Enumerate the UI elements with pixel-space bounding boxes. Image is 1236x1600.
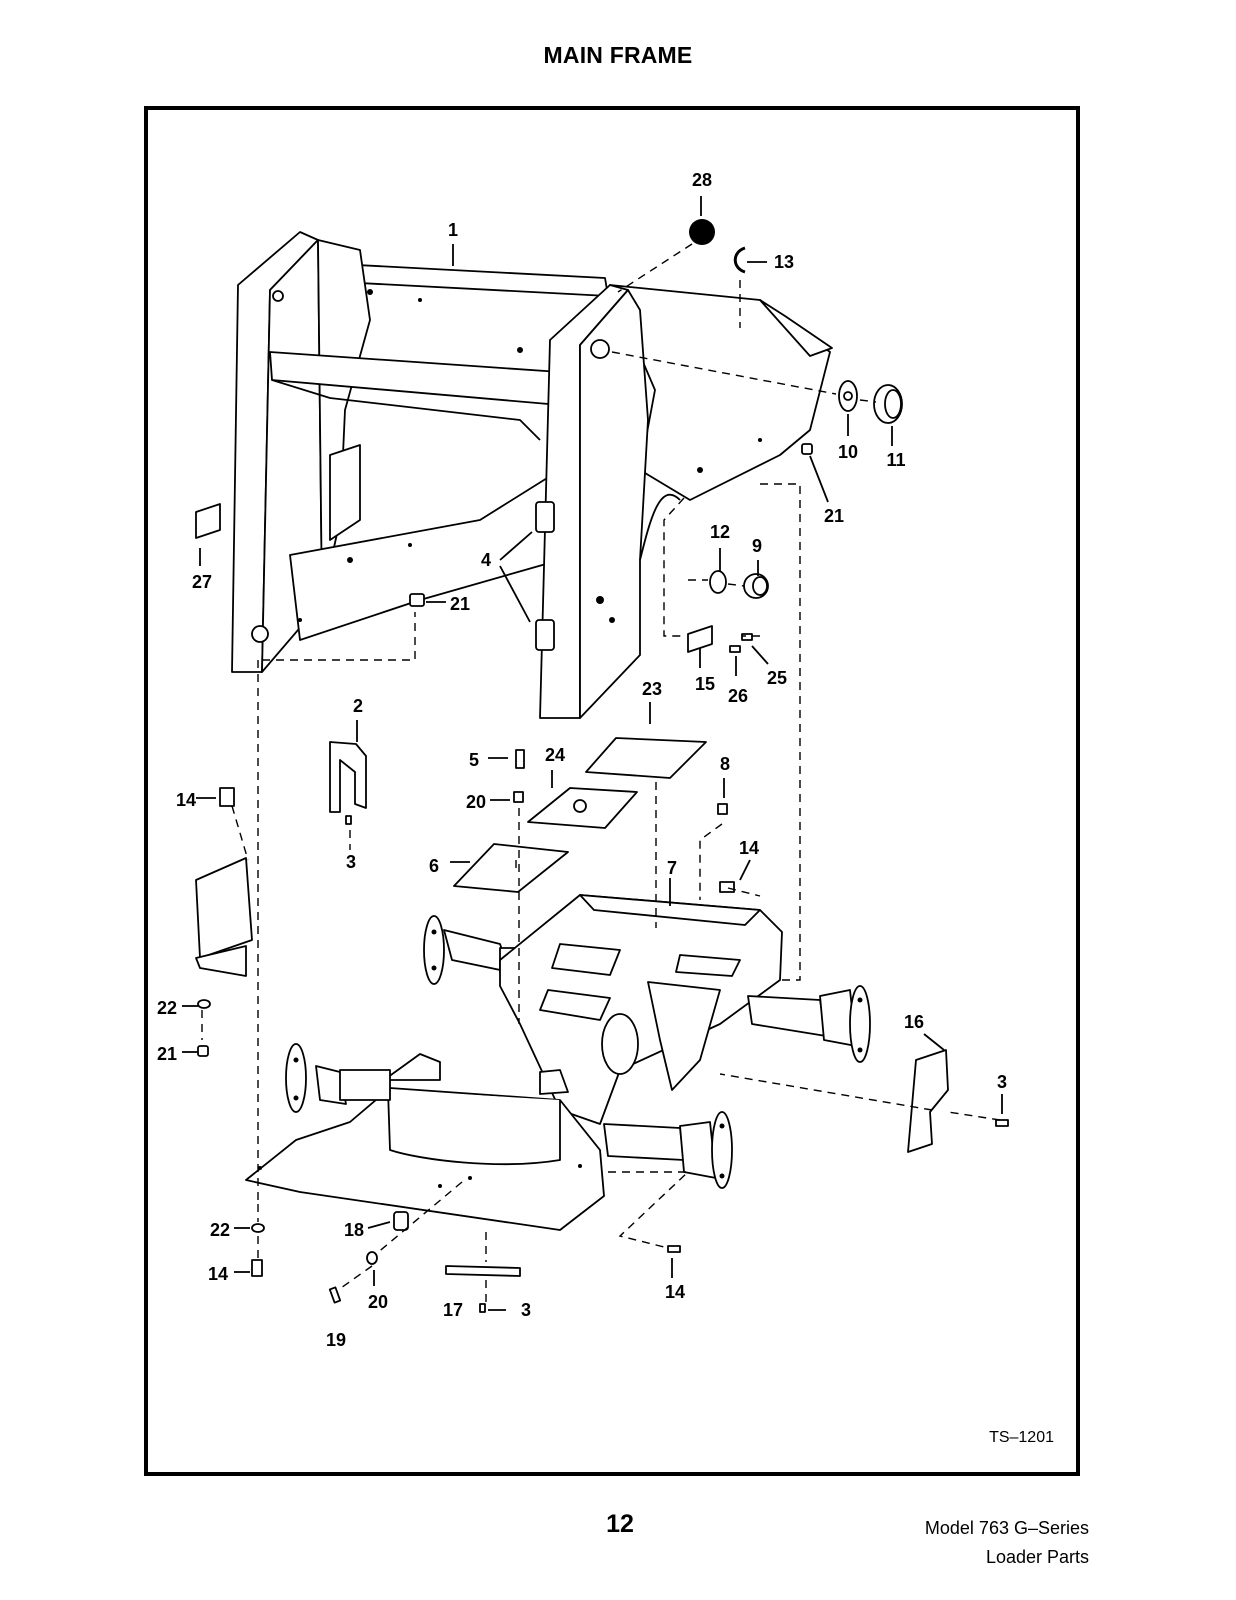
upper-main-frame-part: [231, 231, 833, 719]
figure-code: TS–1201: [989, 1429, 1054, 1446]
callout-1: 1: [448, 220, 458, 240]
callout-23: 23: [642, 679, 662, 699]
callout-20: 20: [466, 792, 486, 812]
callout-11: 11: [886, 450, 905, 470]
page-title: MAIN FRAME: [543, 42, 693, 68]
callout-21: 21: [450, 594, 470, 614]
callout-15: 15: [695, 674, 715, 694]
callout-27: 27: [192, 572, 212, 592]
footer: Model 763 G–Series Loader Parts: [925, 1514, 1089, 1572]
lower-chassis-part: [195, 857, 871, 1231]
callout-24: 24: [545, 745, 565, 765]
callout-26: 26: [728, 686, 748, 706]
callout-25: 25: [767, 668, 787, 688]
diagram-frame: [144, 106, 1080, 1476]
callout-22: 22: [157, 998, 177, 1018]
callout-10: 10: [838, 442, 858, 462]
callout-14: 14: [176, 790, 196, 810]
callout-3: 3: [521, 1300, 531, 1320]
callout-28: 28: [692, 170, 712, 190]
callout-17: 17: [443, 1300, 463, 1320]
callout-8: 8: [720, 754, 730, 774]
footer-model: Model 763 G–Series: [924, 1518, 1089, 1538]
callout-2: 2: [353, 696, 363, 716]
callout-9: 9: [752, 536, 762, 556]
callout-5: 5: [469, 750, 479, 770]
footer-section: Loader Parts: [985, 1547, 1089, 1567]
callout-21: 21: [824, 506, 844, 526]
callout-4: 4: [481, 550, 491, 570]
callout-21: 21: [157, 1044, 177, 1064]
callout-12: 12: [710, 522, 730, 542]
callout-6: 6: [429, 856, 439, 876]
callout-22: 22: [210, 1220, 230, 1240]
callout-14: 14: [665, 1282, 685, 1302]
callout-7: 7: [667, 858, 677, 878]
page-number: 12: [606, 1510, 634, 1538]
callout-13: 13: [774, 252, 794, 272]
callout-3: 3: [997, 1072, 1007, 1092]
callout-18: 18: [344, 1220, 364, 1240]
callout-14: 14: [208, 1264, 228, 1284]
callout-20: 20: [368, 1292, 388, 1312]
callout-14: 14: [739, 838, 759, 858]
callout-19: 19: [326, 1330, 346, 1350]
callout-16: 16: [904, 1012, 924, 1032]
callout-3: 3: [346, 852, 356, 872]
